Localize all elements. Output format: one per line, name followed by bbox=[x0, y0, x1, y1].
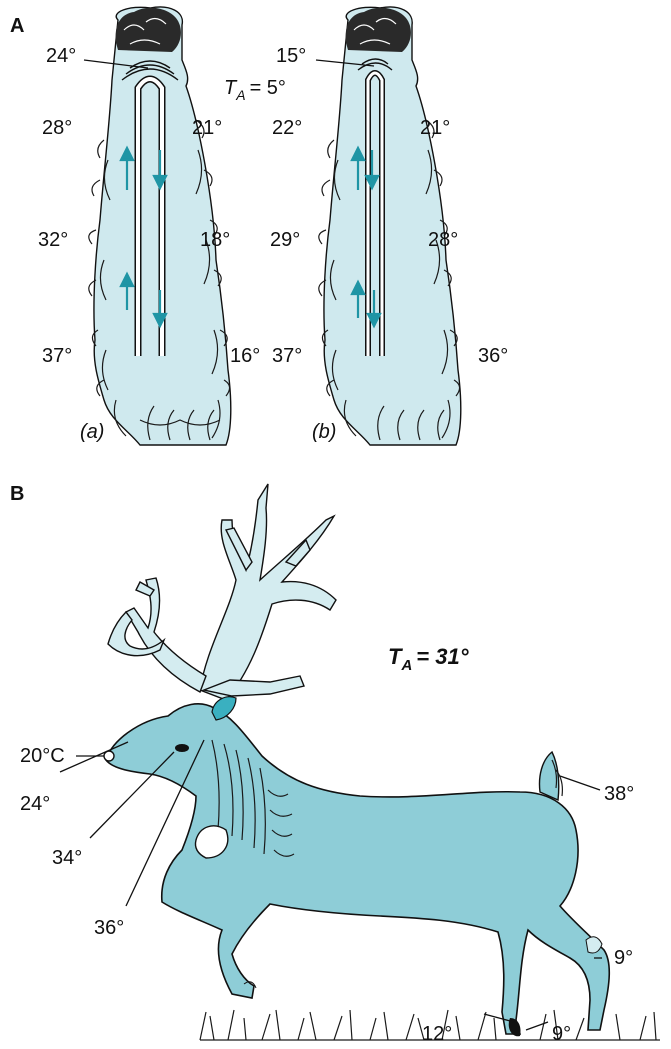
leg-a-temp-right-low: 16° bbox=[230, 345, 260, 367]
caribou-temp-muzzle: 24° bbox=[20, 793, 50, 815]
caribou-temp-front-hoof: 12° bbox=[422, 1023, 452, 1045]
leg-b bbox=[316, 7, 461, 445]
caribou-temp-hind-leg: 9° bbox=[614, 947, 633, 969]
panel-a-label: A bbox=[10, 15, 24, 37]
leg-b-temp-right-low: 36° bbox=[478, 345, 508, 367]
leg-a-temp-right-mid: 18° bbox=[200, 229, 230, 251]
leg-b-temp-right-upper: 21° bbox=[420, 117, 450, 139]
panel-a-ambient: TA= 5° bbox=[224, 77, 286, 103]
leg-a-caption: (a) bbox=[80, 421, 104, 443]
caribou-temp-neck: 36° bbox=[94, 917, 124, 939]
leg-a-temp-top: 24° bbox=[46, 45, 76, 67]
leg-b-fur bbox=[324, 7, 461, 445]
caribou bbox=[60, 484, 660, 1040]
caribou-temp-hoof-tip: 9° bbox=[552, 1023, 571, 1045]
caribou-eye bbox=[175, 744, 189, 752]
panel-b-ambient: TA= 31° bbox=[388, 644, 469, 674]
caribou-body bbox=[106, 704, 609, 1034]
leg-b-temp-left-low: 37° bbox=[272, 345, 302, 367]
caribou-ear bbox=[212, 697, 236, 720]
leg-a bbox=[84, 7, 231, 445]
leg-b-temp-left-mid: 29° bbox=[270, 229, 300, 251]
leg-a-temp-left-upper: 28° bbox=[42, 117, 72, 139]
leg-b-temp-top: 15° bbox=[276, 45, 306, 67]
caribou-temp-eye: 34° bbox=[52, 847, 82, 869]
leg-a-temp-left-mid: 32° bbox=[38, 229, 68, 251]
leg-b-temp-left-upper: 22° bbox=[272, 117, 302, 139]
leg-b-caption: (b) bbox=[312, 421, 336, 443]
caribou-temp-tail: 38° bbox=[604, 783, 634, 805]
caribou-temp-nose: 20°C bbox=[20, 745, 65, 767]
leg-b-temp-right-mid: 28° bbox=[428, 229, 458, 251]
panel-b-label: B bbox=[10, 483, 24, 505]
leg-a-temp-left-low: 37° bbox=[42, 345, 72, 367]
antlers bbox=[108, 484, 336, 700]
leg-a-temp-right-upper: 21° bbox=[192, 117, 222, 139]
